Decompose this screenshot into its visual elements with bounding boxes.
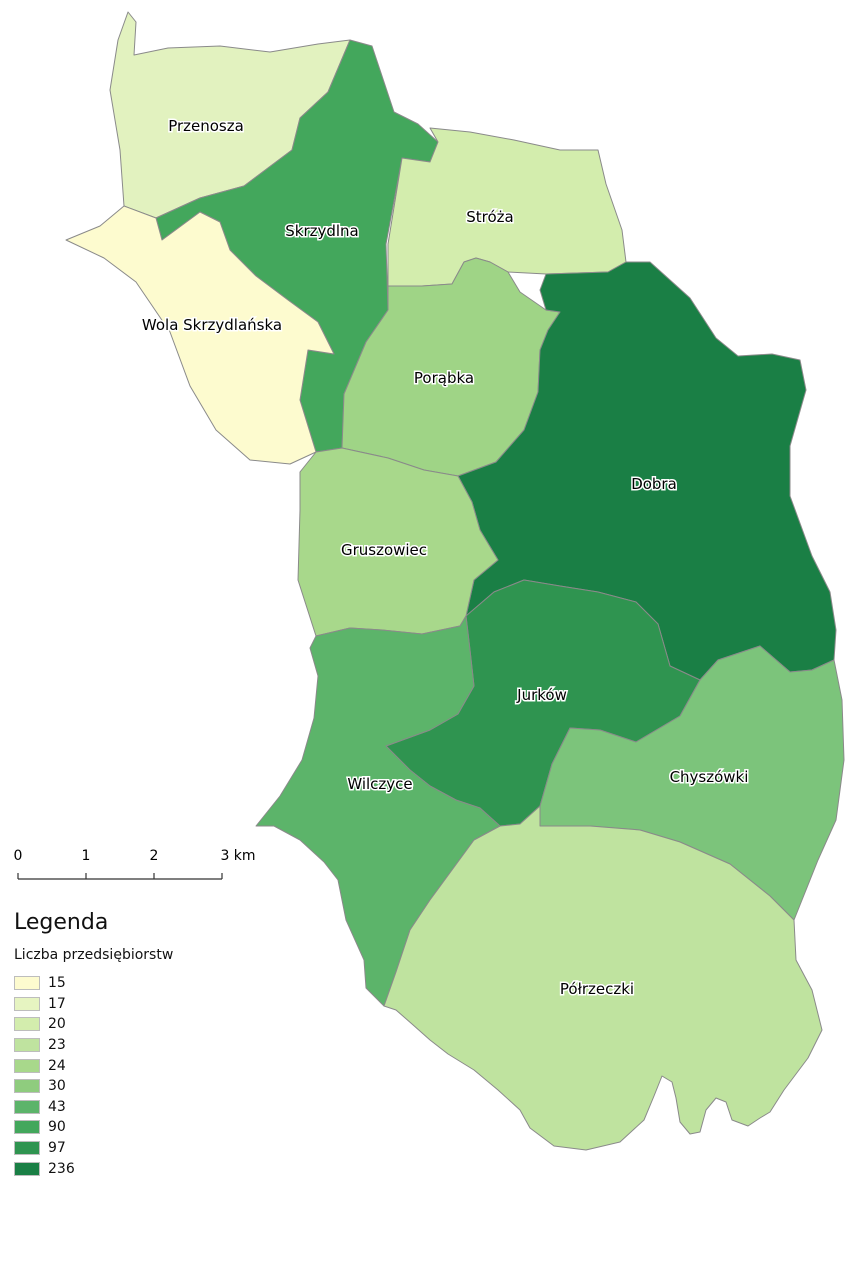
legend-swatch [14,1141,40,1156]
region-label: Chyszówki [670,768,749,786]
legend-item: 15 [14,973,173,994]
legend-subtitle: Liczba przedsiębiorstw [14,947,174,963]
legend-item: 30 [14,1076,173,1097]
legend-swatch [14,1120,40,1135]
scale-bar: 0 1 2 3 km [14,848,256,880]
region-label: Półrzeczki [560,980,634,998]
region-label: Przenosza [168,117,244,135]
legend-item: 17 [14,994,173,1015]
legend-item: 236 [14,1158,173,1179]
legend-swatch [14,1079,40,1094]
legend-swatch [14,1161,40,1176]
legend-swatch [14,1058,40,1073]
region-label: Stróża [466,208,513,226]
scale-bar-label: 3 km [220,848,255,864]
legend-swatch [14,976,40,991]
region-label: Dobra [631,475,677,493]
region-label: Skrzydlna [285,222,359,240]
legend-item: 90 [14,1117,173,1138]
region-wola-skrzydlanska[interactable] [65,205,335,465]
scale-bar-label: 0 [14,848,23,864]
legend-item: 43 [14,1097,173,1118]
legend-swatch [14,1099,40,1114]
region-label: Wola Skrzydlańska [142,316,282,334]
region-polrzeczki[interactable] [383,805,823,1151]
legend-swatch [14,996,40,1011]
region-labels: Przenosza Skrzydlna Stróża Wola Skrzydla… [140,116,750,1000]
legend-item: 24 [14,1055,173,1076]
scale-bar-label: 2 [150,848,159,864]
legend-item: 23 [14,1035,173,1056]
legend-label: 23 [48,1037,66,1054]
legend-item: 20 [14,1014,173,1035]
region-label: Porąbka [414,369,474,387]
legend-label: 20 [48,1016,66,1033]
legend-items: 15 17 20 23 24 30 43 90 97 236 [14,973,173,1179]
scale-bar-label: 1 [82,848,91,864]
legend-title: Legenda [14,910,109,935]
legend: Legenda Liczba przedsiębiorstw 15 17 20 23 2… [14,910,173,1179]
legend-label: 43 [48,1098,66,1115]
legend-label: 30 [48,1078,66,1095]
legend-label: 97 [48,1140,66,1157]
legend-swatch [14,1017,40,1032]
legend-label: 15 [48,975,66,992]
legend-label: 90 [48,1119,66,1136]
region-label: Wilczyce [347,775,412,793]
legend-swatch [14,1038,40,1053]
legend-item: 97 [14,1138,173,1159]
legend-label: 24 [48,1057,66,1074]
legend-label: 236 [48,1160,75,1177]
region-label: Jurków [516,686,567,704]
region-label: Gruszowiec [341,541,427,559]
legend-label: 17 [48,995,66,1012]
